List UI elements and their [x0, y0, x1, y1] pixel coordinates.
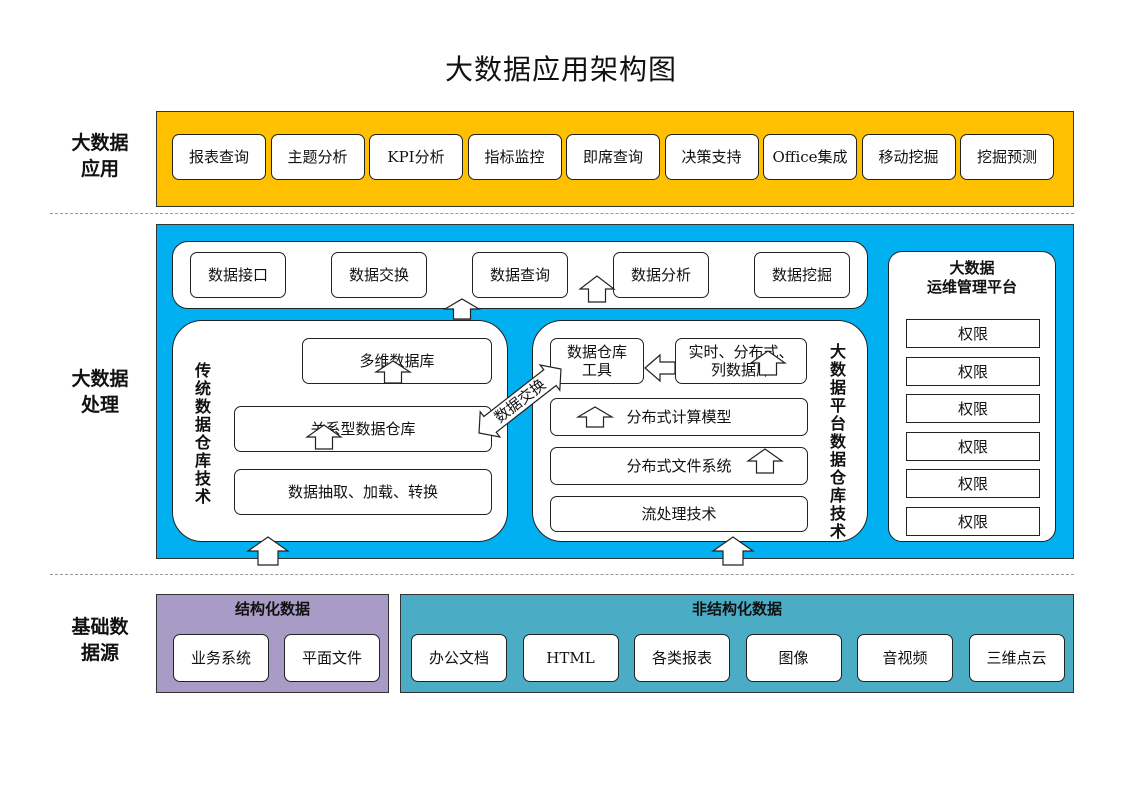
- up-arrow-icon: [711, 536, 755, 566]
- service-item-4[interactable]: 数据分析: [613, 252, 709, 298]
- app-item-3[interactable]: KPI分析: [369, 134, 463, 180]
- structured-data-title: 结构化数据: [234, 600, 310, 618]
- up-arrow-icon: [575, 406, 615, 428]
- unstructured-item-5[interactable]: 音视频: [857, 634, 953, 682]
- app-item-1[interactable]: 报表查询: [172, 134, 266, 180]
- unstructured-item-2[interactable]: HTML: [522, 634, 619, 682]
- unstructured-item-6[interactable]: 三维点云: [968, 634, 1065, 682]
- double-arrow-icon: [478, 364, 562, 438]
- app-item-8[interactable]: 移动挖掘: [861, 134, 956, 180]
- exchange-badge: 数据交换: [478, 364, 562, 438]
- divider-top: [50, 213, 1074, 214]
- up-arrow-icon: [746, 448, 784, 474]
- unstructured-data-title: 非结构化数据: [691, 600, 782, 618]
- traditional-warehouse-label: 传统数据仓库技术: [194, 361, 211, 506]
- left-arrow-icon: [644, 353, 676, 383]
- up-arrow-icon: [442, 298, 482, 320]
- unstructured-item-4[interactable]: 图像: [745, 634, 842, 682]
- up-arrow-icon: [578, 275, 616, 303]
- relational-warehouse-box[interactable]: 关系型数据仓库: [234, 406, 492, 452]
- service-item-3[interactable]: 数据查询: [472, 252, 568, 298]
- app-item-2[interactable]: 主题分析: [270, 134, 365, 180]
- ops-platform-title-1: 大数据: [949, 259, 995, 277]
- unstructured-item-3[interactable]: 各类报表: [634, 634, 730, 682]
- up-arrow-icon: [373, 360, 413, 384]
- ops-platform-title-2: 运维管理平台: [926, 278, 1017, 296]
- exchange-label: 数据交换: [491, 375, 549, 426]
- permission-item-3[interactable]: 权限: [906, 394, 1040, 424]
- app-item-4[interactable]: 指标监控: [467, 134, 562, 180]
- bigdata-warehouse-label: 大数据平台数据仓库技术: [829, 342, 846, 541]
- app-item-6[interactable]: 决策支持: [664, 134, 759, 180]
- stream-processing-box[interactable]: 流处理技术: [550, 496, 808, 532]
- layer-label-processing: 大数据 处理: [71, 368, 129, 416]
- page-title: 大数据应用架构图: [444, 53, 677, 86]
- app-item-7[interactable]: Office集成: [763, 134, 857, 180]
- realtime-columnar-db-box[interactable]: 实时、分布式、列数据库: [675, 338, 807, 384]
- app-item-5[interactable]: 即席查询: [566, 134, 660, 180]
- service-item-2[interactable]: 数据交换: [331, 252, 427, 298]
- unstructured-item-1[interactable]: 办公文档: [411, 634, 507, 682]
- permission-item-6[interactable]: 权限: [906, 507, 1040, 536]
- up-arrow-icon: [305, 424, 343, 450]
- structured-item-2[interactable]: 平面文件: [284, 634, 380, 682]
- up-arrow-icon: [246, 536, 290, 566]
- warehouse-tool-box[interactable]: 数据仓库工具: [550, 338, 644, 384]
- permission-item-5[interactable]: 权限: [906, 469, 1040, 499]
- service-item-5[interactable]: 数据挖掘: [754, 252, 850, 298]
- etl-box[interactable]: 数据抽取、加载、转换: [234, 469, 492, 515]
- layer-label-source: 基础数 据源: [71, 616, 129, 664]
- layer-label-application: 大数据 应用: [71, 132, 129, 180]
- permission-item-1[interactable]: 权限: [906, 319, 1040, 348]
- distributed-compute-box[interactable]: 分布式计算模型: [550, 398, 808, 436]
- divider-bottom: [50, 574, 1074, 575]
- up-arrow-icon: [749, 350, 787, 376]
- unstructured-data-panel: [400, 594, 1074, 693]
- permission-item-2[interactable]: 权限: [906, 356, 1040, 386]
- app-item-9[interactable]: 挖掘预测: [960, 134, 1054, 180]
- structured-item-1[interactable]: 业务系统: [173, 634, 269, 682]
- permission-item-4[interactable]: 权限: [906, 431, 1040, 461]
- service-item-1[interactable]: 数据接口: [190, 252, 286, 298]
